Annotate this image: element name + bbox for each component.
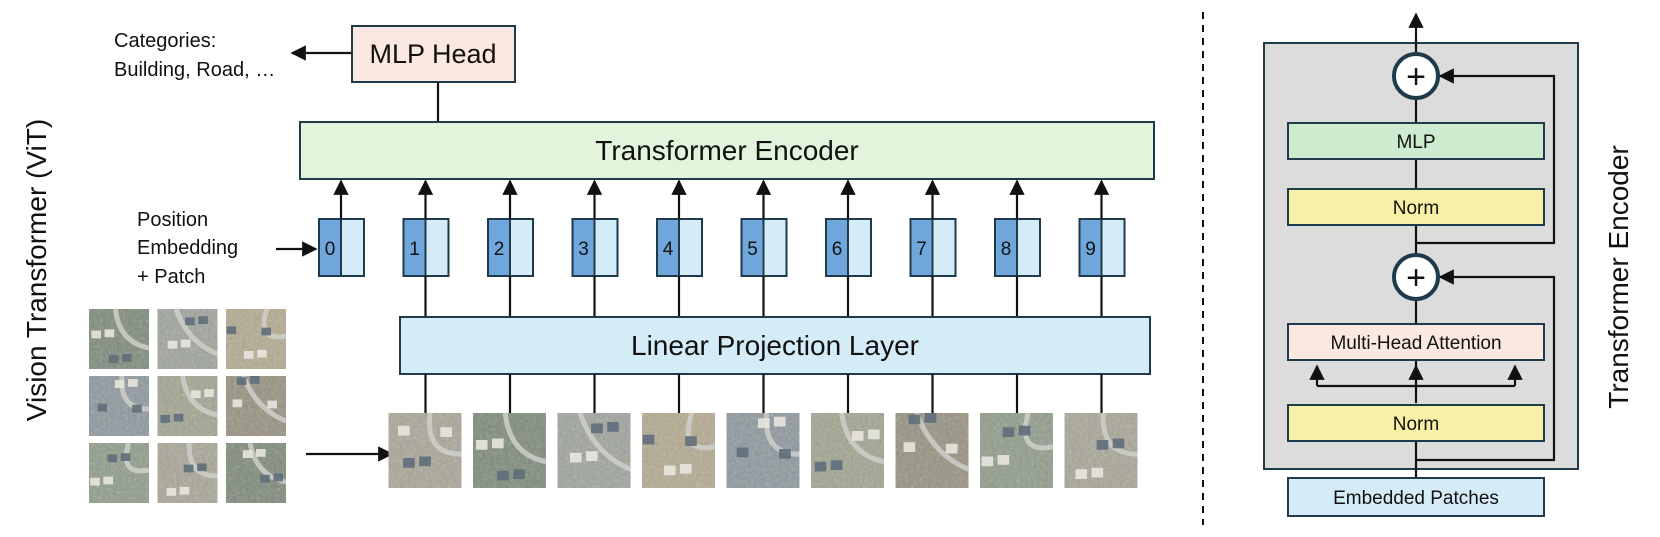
embedded-patches-block [1287, 477, 1545, 517]
token-index-9: 9 [1085, 239, 1096, 260]
patch-image-5 [726, 412, 800, 488]
token-8: 8 [994, 179, 1041, 317]
grid-tile-9 [226, 442, 287, 503]
input-image-grid [89, 308, 287, 503]
token-group: 0 1 2 3 4 5 6 7 8 9 [318, 179, 1126, 317]
categories-title: Categories: [114, 30, 216, 52]
linear-projection-box [399, 316, 1151, 375]
norm-block-bottom [1287, 404, 1545, 442]
add-node-bottom: + [1392, 253, 1440, 301]
token-1: 1 [402, 179, 450, 317]
residual-connection-2 [1416, 68, 1556, 245]
norm-block-top [1287, 188, 1545, 226]
mlp-head-label: MLP Head [369, 39, 496, 69]
grid-tile-3 [226, 308, 287, 369]
patch-row [388, 374, 1138, 488]
patch-image-8 [980, 412, 1054, 488]
mlp-block-label: MLP [1396, 132, 1435, 153]
grid-tile-2 [157, 308, 219, 369]
patch-image-4 [642, 412, 716, 488]
grid-tile-6 [226, 375, 287, 436]
norm-block-top-label: Norm [1393, 198, 1439, 219]
token-7: 7 [909, 179, 957, 317]
token-4: 4 [656, 179, 703, 317]
norm-block-bottom-label: Norm [1393, 414, 1439, 435]
patch-image-2 [473, 412, 547, 488]
position-embedding-label-3: + Patch [137, 266, 205, 288]
patch-image-9 [1064, 412, 1138, 488]
token-index-6: 6 [832, 239, 843, 260]
transformer-encoder-label: Transformer Encoder [595, 135, 859, 166]
svg-text:+: + [1406, 58, 1426, 96]
token-5: 5 [740, 179, 788, 317]
grid-tile-5 [157, 375, 219, 436]
mlp-block [1287, 122, 1545, 160]
patch-image-3 [557, 412, 632, 488]
encoder-side-label: Transformer Encoder [1603, 145, 1634, 409]
linear-projection-label: Linear Projection Layer [631, 330, 919, 361]
grid-tile-4 [89, 375, 150, 436]
token-2: 2 [487, 179, 534, 317]
token-9: 9 [1078, 179, 1126, 317]
grid-tile-8 [157, 442, 218, 503]
position-embedding-label-2: Embedding [137, 237, 238, 259]
multi-head-attention-block [1287, 323, 1545, 361]
token-0: 0 [318, 179, 365, 277]
grid-tile-7 [89, 442, 150, 503]
multi-head-attention-label: Multi-Head Attention [1330, 333, 1501, 354]
transformer-encoder-box [299, 121, 1155, 180]
grid-tile-1 [89, 308, 150, 369]
patch-image-6 [811, 412, 885, 488]
token-index-2: 2 [494, 239, 505, 260]
position-embedding-label-1: Position [137, 209, 208, 231]
token-index-1: 1 [409, 239, 420, 260]
token-index-7: 7 [916, 239, 927, 260]
mlp-head-box [351, 25, 516, 83]
svg-text:+: + [1406, 259, 1426, 297]
token-index-8: 8 [1001, 239, 1012, 260]
token-6: 6 [825, 179, 872, 317]
residual-connection-1 [1416, 269, 1556, 462]
token-index-0: 0 [325, 239, 336, 260]
patch-image-1 [388, 412, 462, 488]
embedded-patches-label: Embedded Patches [1333, 488, 1499, 509]
token-3: 3 [571, 179, 619, 317]
vit-side-label: Vision Transformer (ViT) [21, 119, 52, 421]
token-index-4: 4 [663, 239, 674, 260]
add-node-top: + [1392, 52, 1440, 100]
token-index-3: 3 [578, 239, 589, 260]
categories-list: Building, Road, … [114, 59, 275, 81]
patch-image-7 [895, 412, 970, 488]
token-index-5: 5 [747, 239, 758, 260]
